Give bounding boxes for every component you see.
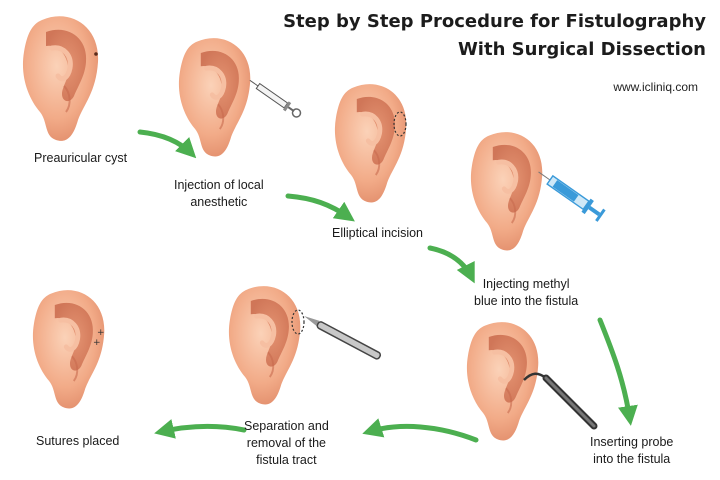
title-line-2: With Surgical Dissection — [457, 39, 706, 60]
cyst-dot — [94, 52, 98, 56]
ear-step-2 — [179, 38, 250, 156]
elliptical-incision-mark — [393, 111, 407, 137]
title-line-1: Step by Step Procedure for Fistulography — [283, 11, 706, 32]
source-url: www.icliniq.com — [613, 80, 698, 94]
step-label-6: Separation and removal of the fistula tr… — [244, 419, 329, 467]
ear-step-4 — [471, 132, 542, 250]
step-label-4: Injecting methyl blue into the fistula — [474, 277, 579, 308]
ear-step-7: + + — [33, 290, 105, 408]
arrow-4-5 — [597, 317, 638, 426]
ear-step-5 — [467, 322, 538, 440]
arrow-6-7 — [154, 419, 247, 439]
step-label-5: Inserting probe into the fistula — [590, 435, 674, 466]
step-label-1: Preauricular cyst — [34, 151, 128, 165]
probe-icon — [523, 372, 598, 430]
step-label-2: Injection of local anesthetic — [174, 178, 264, 209]
ear-step-6 — [229, 286, 305, 404]
arrow-3-4 — [427, 245, 475, 284]
arrow-1-2 — [137, 129, 197, 159]
diagram-title: Step by Step Procedure for Fistulography… — [236, 8, 706, 64]
ear-step-1 — [23, 16, 98, 141]
scalpel-icon — [304, 316, 382, 360]
suture-mark: + — [93, 338, 101, 348]
step-label-3: Elliptical incision — [332, 226, 424, 240]
flow-arrows — [137, 129, 638, 443]
step-label-7: Sutures placed — [36, 434, 120, 448]
suture-mark: + — [97, 328, 105, 338]
arrow-2-3 — [285, 193, 355, 222]
arrow-5-6 — [362, 418, 479, 443]
syringe-blue-icon — [538, 171, 606, 222]
ear-step-3 — [335, 84, 406, 202]
syringe-icon — [249, 79, 302, 118]
